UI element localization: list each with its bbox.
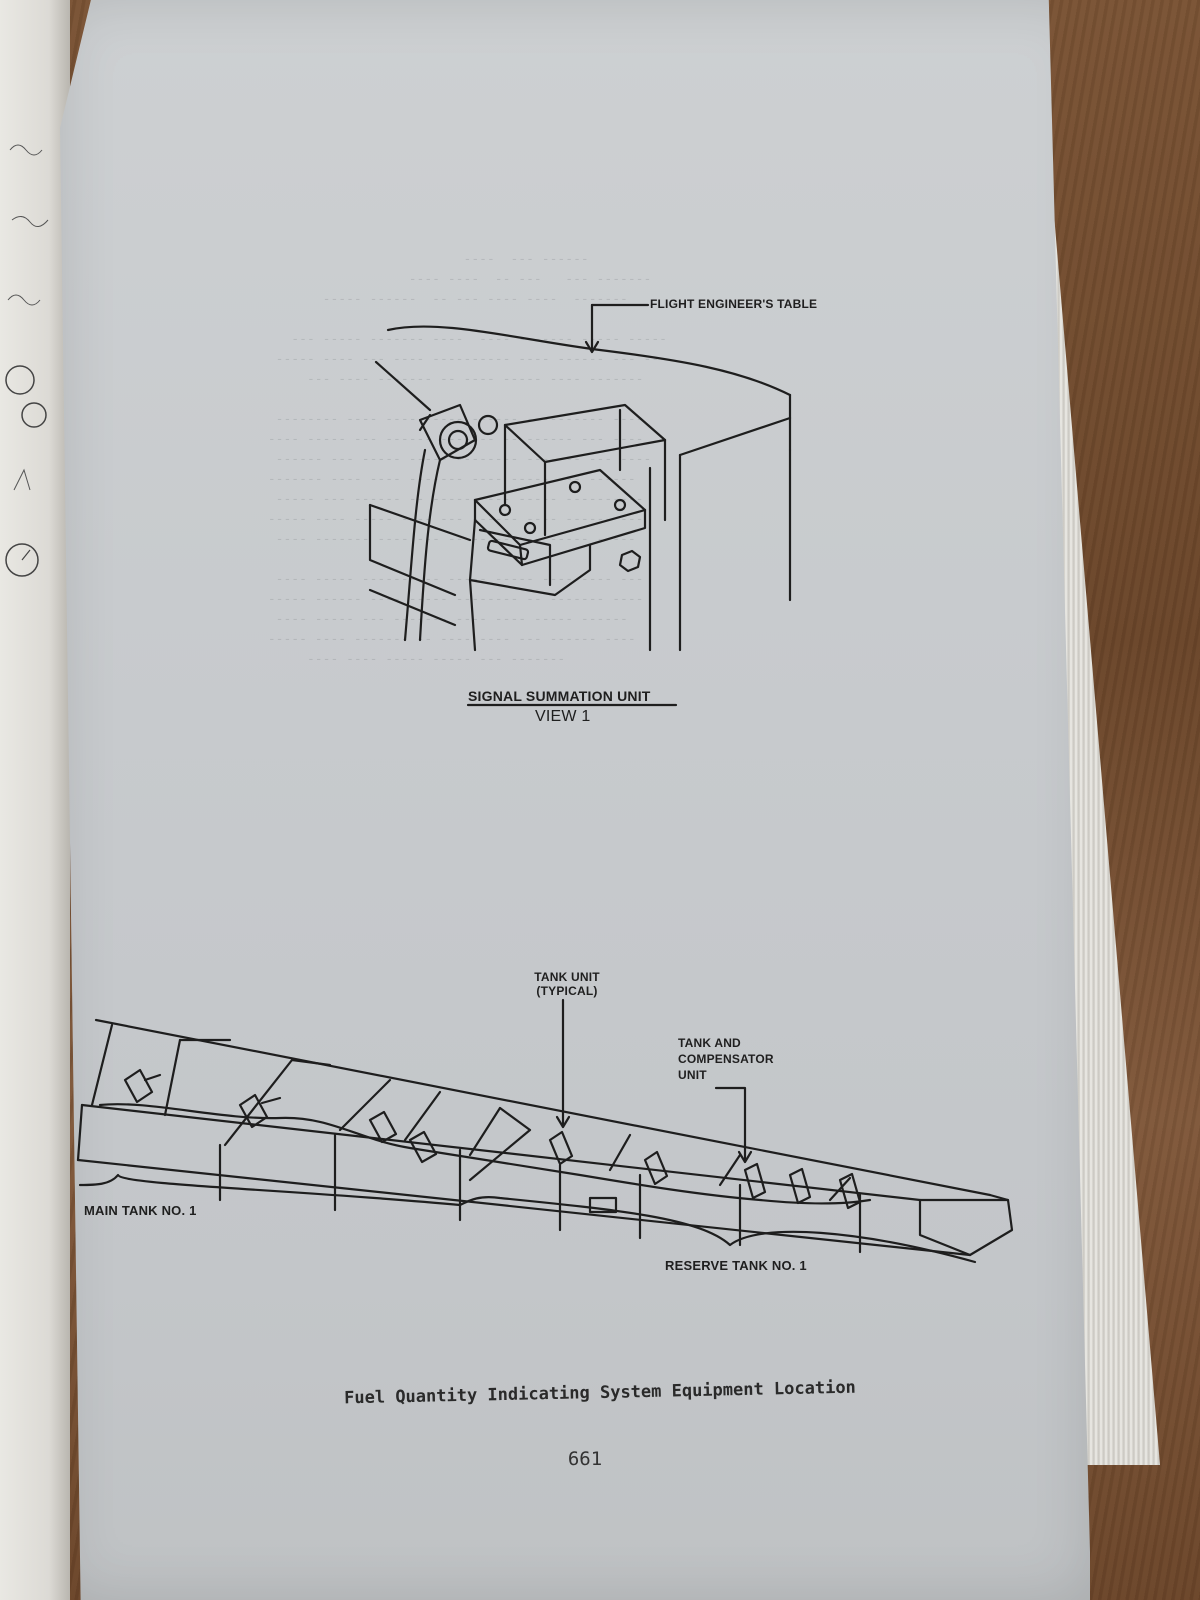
tank-unit-callout: TANK UNIT (TYPICAL): [527, 970, 607, 998]
flight-engineers-table-label: FLIGHT ENGINEER'S TABLE: [650, 297, 818, 311]
tank-compensator-callout: TANK AND COMPENSATOR UNIT: [678, 1035, 774, 1083]
tank-unit-callout-line2: (TYPICAL): [536, 984, 598, 998]
reserve-tank-label: RESERVE TANK NO. 1: [665, 1258, 807, 1273]
view-label: VIEW 1: [535, 708, 591, 725]
facing-page-sketches: [5, 144, 49, 577]
signal-summation-unit-title: SIGNAL SUMMATION UNIT: [468, 688, 651, 704]
tank-compensator-callout-line2: COMPENSATOR: [678, 1052, 774, 1066]
signal-summation-unit-drawing: [368, 303, 792, 707]
facing-page-edge: [0, 0, 70, 1600]
main-tank-label: MAIN TANK NO. 1: [84, 1203, 197, 1218]
tank-compensator-callout-line3: UNIT: [678, 1068, 707, 1082]
tank-unit-callout-line1: TANK UNIT: [534, 970, 600, 984]
tank-compensator-callout-line1: TANK AND: [678, 1036, 741, 1050]
document-page: [60, 0, 1090, 1600]
wing-tank-drawing: [76, 998, 1014, 1264]
page-number: 661: [567, 1448, 603, 1470]
